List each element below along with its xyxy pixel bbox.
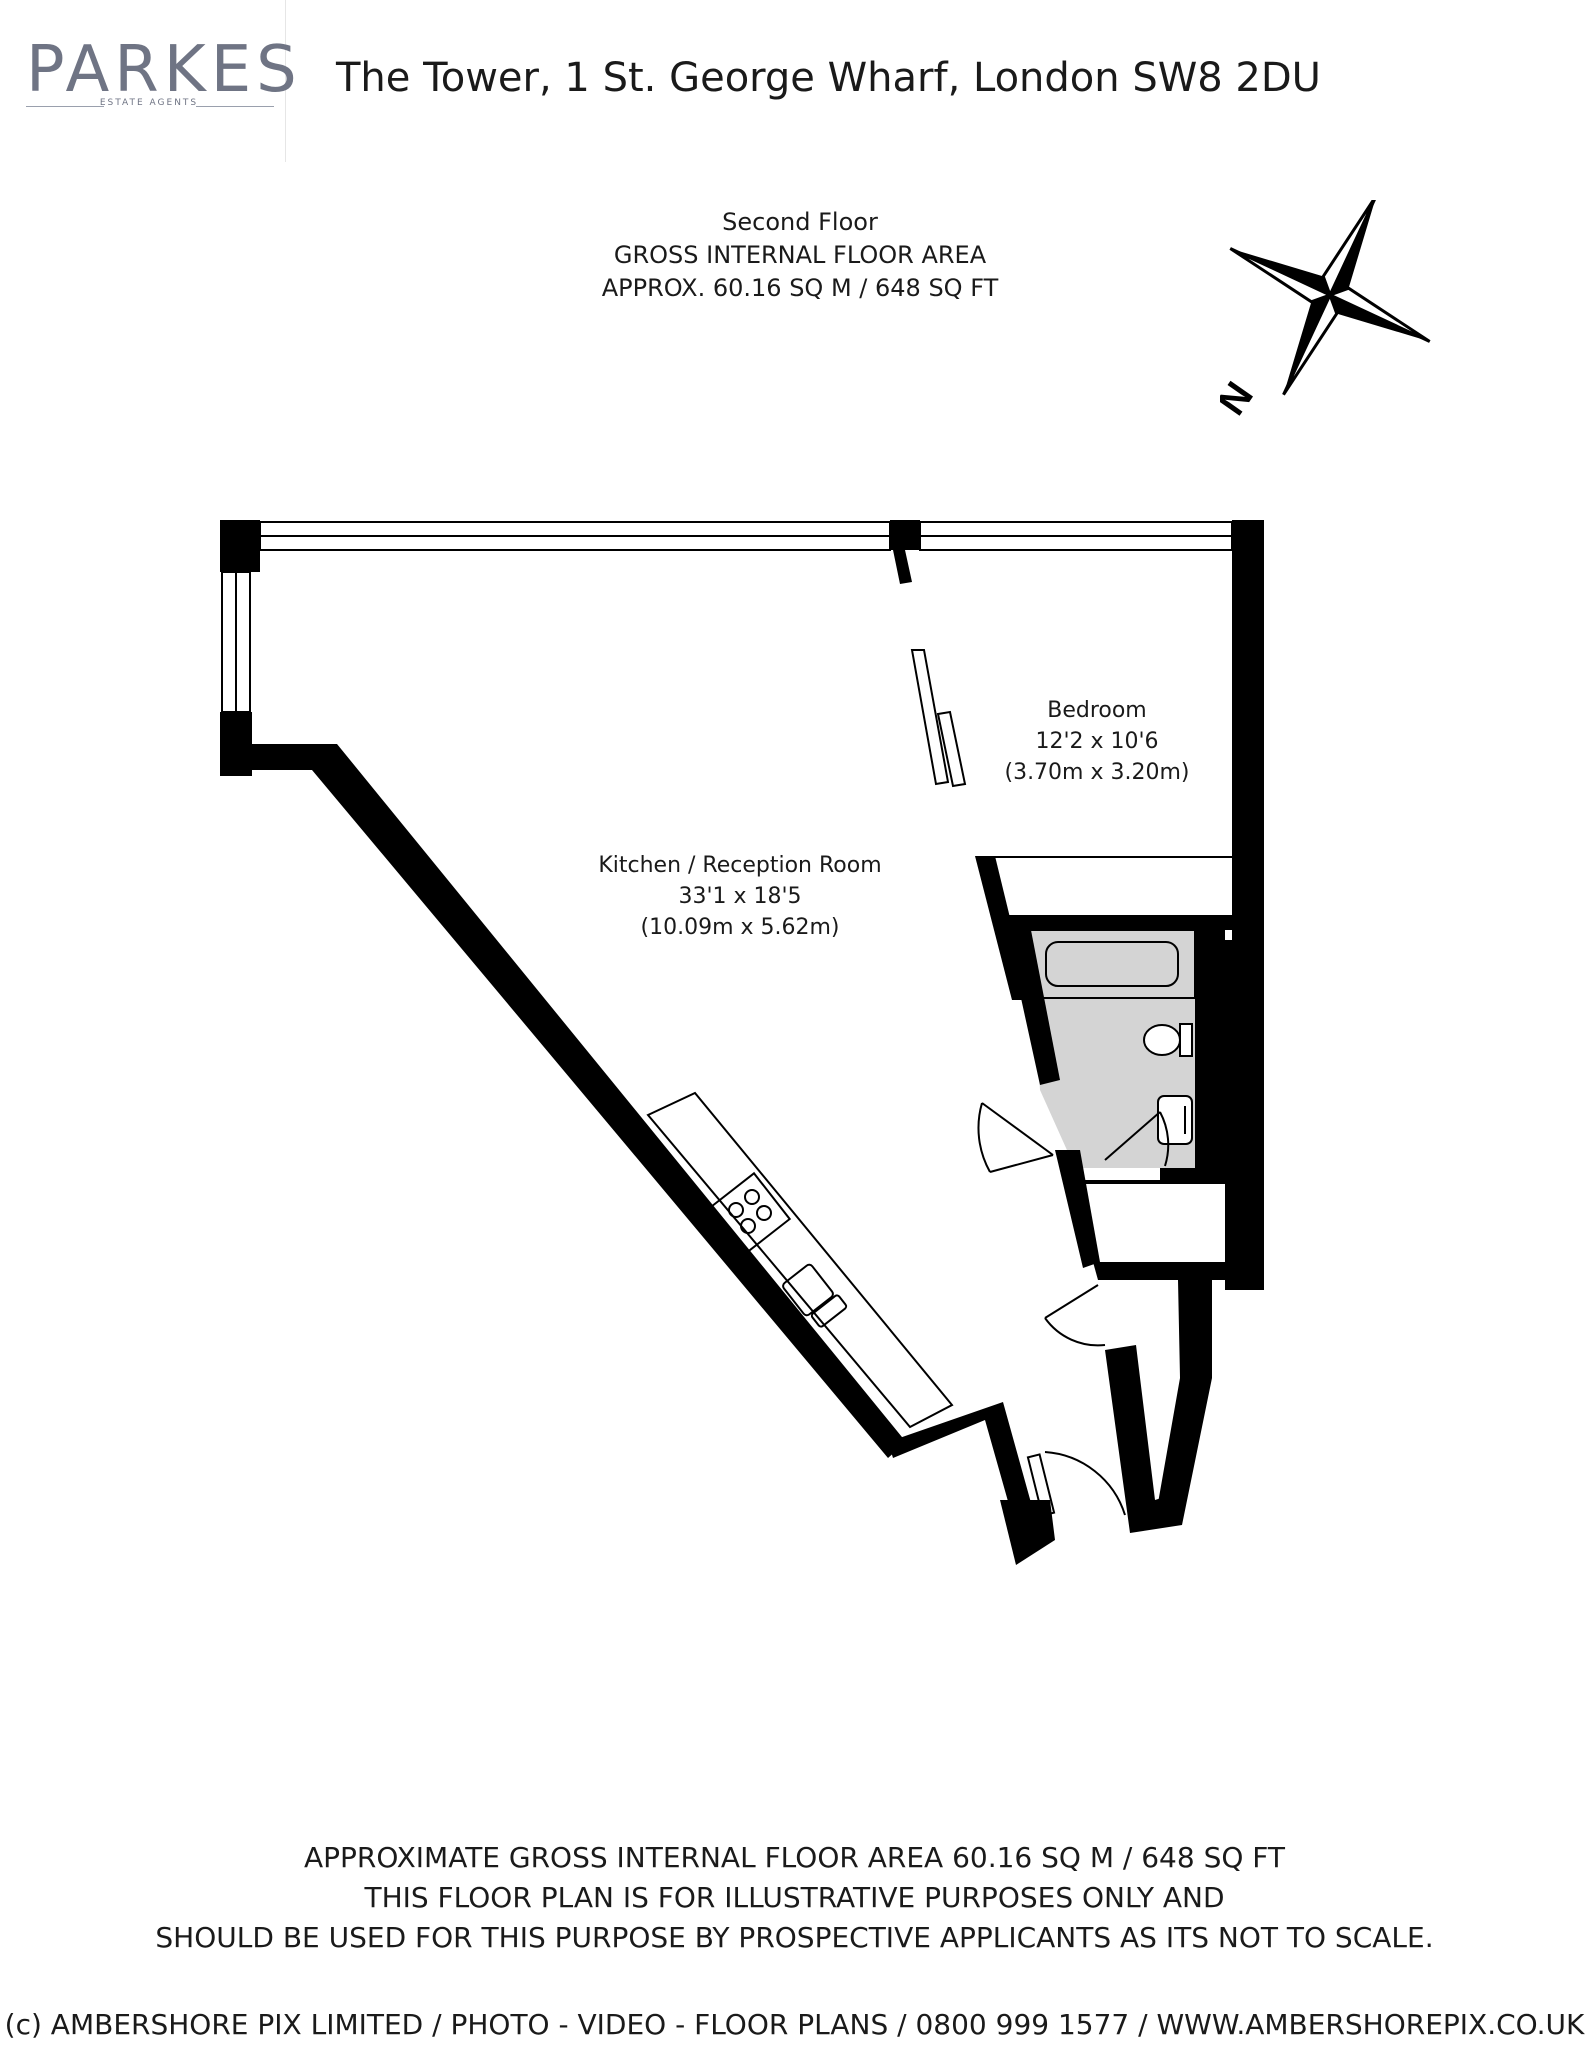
wall-entrance-corner bbox=[1000, 1500, 1055, 1565]
wall-entrance-right bbox=[1105, 1345, 1182, 1533]
wall-hall-right bbox=[1155, 1280, 1212, 1525]
wall-stub-lower bbox=[1062, 1160, 1080, 1184]
wall-bathroom-bottom bbox=[1160, 1168, 1200, 1182]
kitchen-metric: (10.09m x 5.62m) bbox=[640, 915, 840, 940]
logo-tagline: ESTATE AGENTS bbox=[99, 98, 199, 108]
sliding-door bbox=[910, 649, 967, 788]
sink bbox=[782, 1263, 848, 1328]
disclaimer-line-1: APPROXIMATE GROSS INTERNAL FLOOR AREA 60… bbox=[303, 1841, 1286, 1874]
agent-logo: PARKES ESTATE AGENTS bbox=[0, 0, 297, 162]
wall-cupboard-right bbox=[1225, 1180, 1231, 1280]
floor-area-title: GROSS INTERNAL FLOOR AREA bbox=[613, 241, 987, 269]
wall-right-lower bbox=[1225, 940, 1264, 1290]
compass-point-e-light bbox=[1229, 247, 1334, 304]
bedroom-metric: (3.70m x 3.20m) bbox=[1004, 760, 1190, 785]
compass-point-w-light bbox=[1326, 286, 1431, 343]
hob bbox=[706, 1171, 792, 1257]
wall-entrance-left bbox=[888, 1402, 1033, 1519]
bedroom-name: Bedroom bbox=[1047, 698, 1147, 723]
floor-name: Second Floor bbox=[722, 208, 878, 236]
bedroom-imperial: 12'2 x 10'6 bbox=[1035, 729, 1159, 754]
kitchen-counter bbox=[646, 1091, 954, 1429]
wall-bathroom-left bbox=[1005, 925, 1060, 1085]
wall-partition-lower bbox=[1055, 1150, 1100, 1268]
door-bathroom bbox=[977, 1102, 1054, 1173]
bathroom-area bbox=[1030, 930, 1195, 1168]
kitchen-imperial: 33'1 x 18'5 bbox=[678, 884, 802, 909]
toilet bbox=[1143, 1023, 1193, 1057]
wall-cupboard-bottom bbox=[1093, 1262, 1232, 1280]
disclaimer-line-2: THIS FLOOR PLAN IS FOR ILLUSTRATIVE PURP… bbox=[364, 1881, 1225, 1914]
wall-stub bbox=[893, 550, 912, 584]
wall-right-upper bbox=[1232, 520, 1264, 945]
floor-area-header: Second Floor GROSS INTERNAL FLOOR AREA A… bbox=[560, 206, 1040, 305]
disclaimer-line-3: SHOULD BE USED FOR THIS PURPOSE BY PROSP… bbox=[155, 1921, 1434, 1954]
logo-rule-left bbox=[26, 106, 104, 107]
door-cupboard bbox=[1044, 1284, 1106, 1347]
window-left bbox=[221, 571, 251, 713]
bathtub bbox=[1029, 929, 1196, 999]
floor-area-value: APPROX. 60.16 SQ M / 648 SQ FT bbox=[601, 274, 999, 302]
wall-corner-top-left bbox=[220, 520, 260, 572]
logo-brand: PARKES bbox=[26, 33, 302, 107]
wall-diagonal bbox=[220, 744, 906, 1458]
window-top bbox=[259, 521, 1233, 551]
door-entrance bbox=[1026, 1451, 1126, 1517]
property-address: The Tower, 1 St. George Wharf, London SW… bbox=[336, 55, 1321, 101]
kitchen-name: Kitchen / Reception Room bbox=[598, 853, 882, 878]
wall-bathroom-right bbox=[1195, 930, 1225, 1180]
wall-cupboard-top bbox=[1075, 1180, 1225, 1184]
door-bathroom-inner bbox=[1104, 1111, 1170, 1167]
disclaimer: APPROXIMATE GROSS INTERNAL FLOOR AREA 60… bbox=[0, 1838, 1589, 1958]
wall-pillar-top bbox=[890, 520, 920, 550]
copyright-credit: (c) AMBERSHORE PIX LIMITED / PHOTO - VID… bbox=[4, 2008, 1585, 2041]
bedroom-label: Bedroom 12'2 x 10'6 (3.70m x 3.20m) bbox=[982, 695, 1212, 788]
logo-rule-right bbox=[196, 106, 274, 107]
kitchen-label: Kitchen / Reception Room 33'1 x 18'5 (10… bbox=[590, 850, 890, 943]
wall-bedroom-bottom bbox=[995, 915, 1232, 930]
north-arrow-icon: N bbox=[1220, 200, 1431, 423]
